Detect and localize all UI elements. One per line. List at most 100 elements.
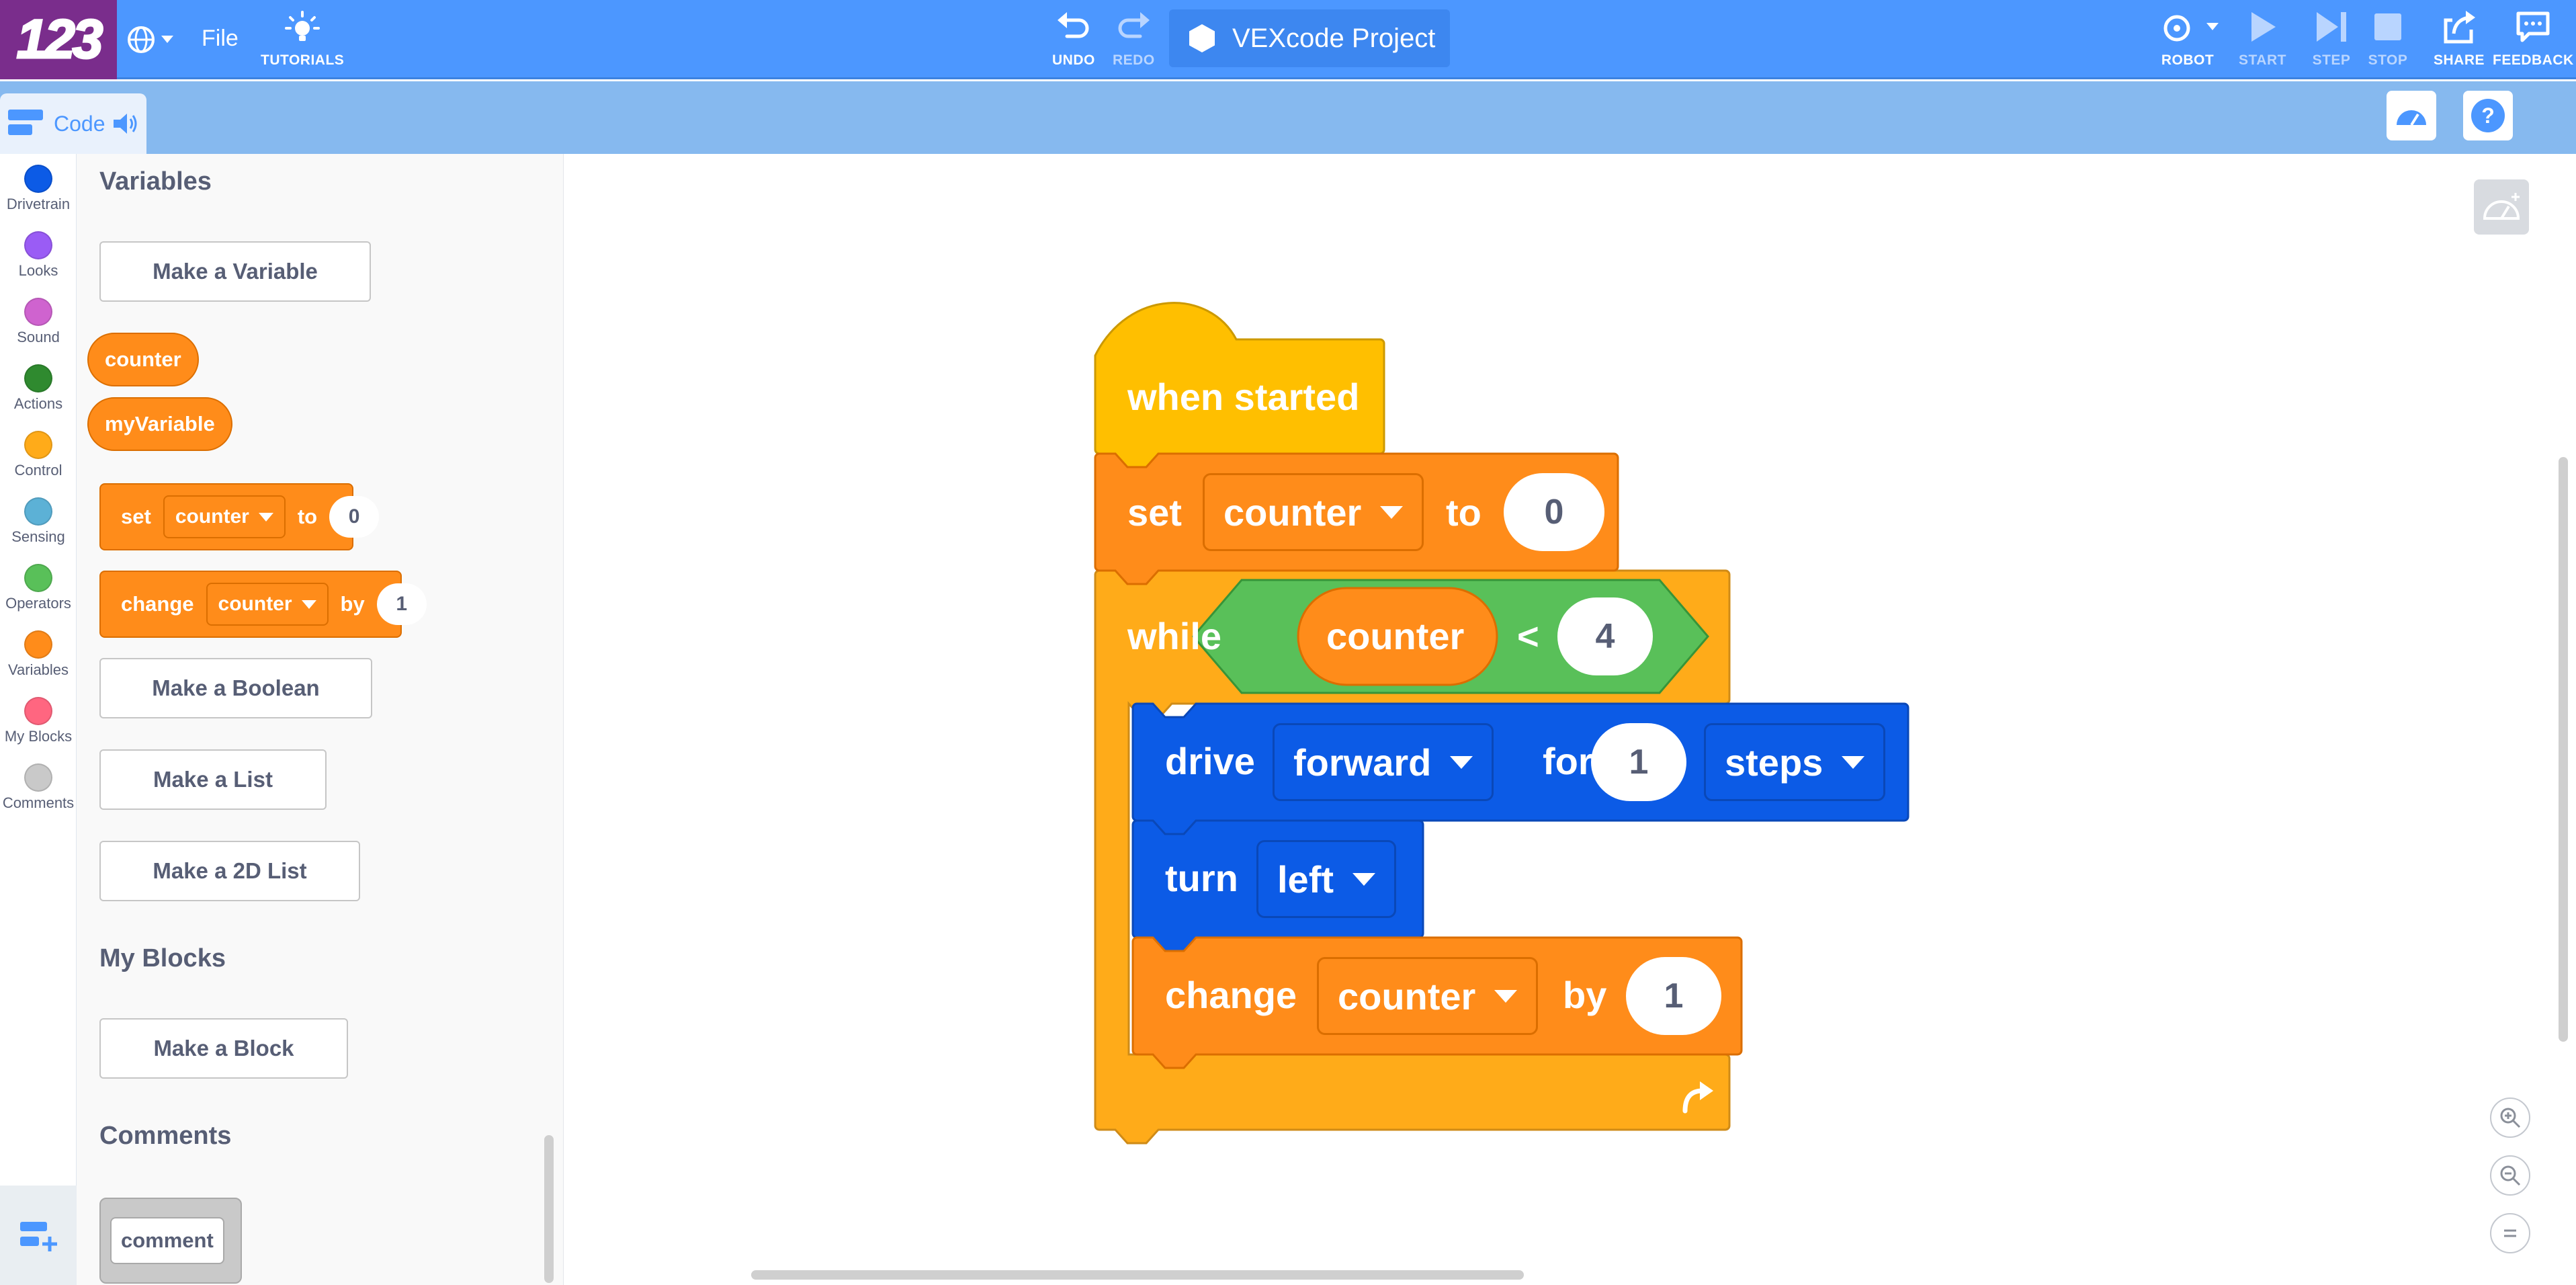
redo-label: REDO — [1113, 52, 1155, 68]
language-menu[interactable] — [126, 23, 180, 56]
change-variable-block[interactable]: change counter by 1 — [99, 571, 427, 638]
make-boolean-button[interactable]: Make a Boolean — [99, 658, 372, 718]
change-label: change — [121, 592, 194, 616]
counter-variable-label: counter — [1326, 615, 1465, 657]
undo-button[interactable]: UNDO — [1052, 7, 1095, 69]
start-label: START — [2239, 52, 2286, 68]
redo-button[interactable]: REDO — [1113, 7, 1155, 69]
project-name-button[interactable]: VEXcode Project — [1169, 9, 1450, 67]
gauge-icon — [2397, 110, 2426, 126]
set-variable-dropdown[interactable]: counter — [1203, 473, 1424, 551]
category-my-blocks[interactable]: My Blocks — [0, 697, 77, 745]
step-label: STEP — [2312, 52, 2351, 68]
value-input[interactable]: 1 — [376, 583, 427, 625]
when-started-label: when started — [1127, 376, 1360, 418]
counter-reporter-shape[interactable] — [1297, 587, 1498, 686]
drive-unit-dropdown[interactable]: steps — [1704, 723, 1886, 801]
editor-tab-bar: Code ? — [0, 81, 2576, 154]
unit-value: steps — [1725, 741, 1823, 784]
workspace-vertical-scrollbar[interactable] — [2559, 457, 2568, 1042]
code-workspace[interactable]: when started set counter to 0 while coun… — [564, 154, 2576, 1285]
value-input[interactable]: 0 — [329, 496, 380, 538]
category-label: Sensing — [11, 528, 65, 545]
category-label: Drivetrain — [6, 196, 71, 212]
category-comments[interactable]: Comments — [0, 763, 77, 812]
category-variables[interactable]: Variables — [0, 630, 77, 679]
counter-reporter[interactable]: counter — [87, 333, 199, 386]
change-value-input[interactable]: 1 — [1626, 957, 1721, 1035]
set-value-input[interactable]: 0 — [1504, 473, 1604, 551]
tutorials-button[interactable]: TUTORIALS — [261, 7, 344, 69]
set-variable-block[interactable]: set counter to 0 — [99, 483, 380, 550]
while-value-input[interactable]: 4 — [1557, 597, 1653, 675]
category-looks[interactable]: Looks — [0, 231, 77, 280]
category-control[interactable]: Control — [0, 431, 77, 479]
zoom-in-button[interactable] — [2490, 1097, 2530, 1138]
comment-text: comment — [110, 1217, 224, 1264]
variable-name: counter — [1338, 975, 1476, 1018]
comment-block[interactable]: comment — [99, 1198, 242, 1284]
category-label: Variables — [7, 661, 69, 678]
zoom-in-icon — [2500, 1108, 2521, 1128]
vexcode-123-logo[interactable]: 123 — [0, 0, 117, 79]
undo-label: UNDO — [1052, 52, 1095, 68]
category-sensing[interactable]: Sensing — [0, 497, 77, 546]
make-list-button[interactable]: Make a List — [99, 749, 327, 810]
category-color-dot — [24, 431, 52, 459]
turn-label: turn — [1165, 857, 1238, 899]
change-variable-dropdown[interactable]: counter — [1317, 957, 1539, 1035]
code-blocks-icon — [8, 110, 43, 135]
share-label: SHARE — [2434, 52, 2485, 68]
stop-button[interactable]: STOP — [2368, 7, 2408, 69]
make-2d-list-button[interactable]: Make a 2D List — [99, 841, 360, 901]
make-block-button[interactable]: Make a Block — [99, 1018, 348, 1079]
start-button[interactable]: START — [2239, 7, 2286, 69]
variable-name: counter — [1223, 491, 1362, 534]
step-button[interactable]: STEP — [2311, 7, 2352, 69]
variable-dropdown[interactable]: counter — [163, 495, 286, 538]
myvariable-reporter[interactable]: myVariable — [87, 397, 232, 451]
category-color-dot — [24, 564, 52, 592]
make-variable-button[interactable]: Make a Variable — [99, 241, 371, 302]
help-button[interactable]: ? — [2463, 91, 2513, 140]
lightbulb-icon — [285, 11, 320, 41]
set-label: set — [1127, 491, 1182, 534]
robot-button[interactable]: ROBOT — [2157, 7, 2219, 69]
category-color-dot — [24, 364, 52, 392]
to-label: to — [1446, 491, 1482, 534]
palette-scrollbar[interactable] — [544, 1135, 554, 1283]
drive-distance-input[interactable]: 1 — [1591, 723, 1686, 801]
category-color-dot — [24, 231, 52, 259]
turn-direction-dropdown[interactable]: left — [1256, 840, 1396, 918]
speaker-icon[interactable] — [112, 112, 139, 136]
category-label: Comments — [2, 794, 75, 811]
globe-icon — [128, 26, 155, 53]
variable-dropdown[interactable]: counter — [206, 583, 329, 626]
chevron-down-icon — [2206, 23, 2219, 30]
dashboard-button[interactable] — [2387, 91, 2436, 140]
add-gauge-button[interactable] — [2474, 179, 2529, 235]
category-drivetrain[interactable]: Drivetrain — [0, 165, 77, 213]
file-menu[interactable]: File — [202, 26, 239, 51]
extensions-button[interactable] — [0, 1186, 77, 1285]
category-operators[interactable]: Operators — [0, 564, 77, 612]
zoom-reset-button[interactable] — [2490, 1213, 2530, 1253]
change-label: change — [1165, 974, 1297, 1016]
variables-heading: Variables — [99, 167, 212, 196]
category-actions[interactable]: Actions — [0, 364, 77, 413]
category-label: Control — [14, 462, 62, 479]
stop-icon — [2374, 13, 2401, 40]
drive-direction-dropdown[interactable]: forward — [1273, 723, 1494, 801]
variable-name: counter — [218, 593, 292, 615]
category-sound[interactable]: Sound — [0, 298, 77, 346]
zoom-out-button[interactable] — [2490, 1155, 2530, 1196]
share-button[interactable]: SHARE — [2434, 7, 2485, 69]
category-label: Operators — [5, 595, 71, 612]
category-color-dot — [24, 763, 52, 792]
dropdown-arrow-icon — [1494, 989, 1518, 1003]
workspace-horizontal-scrollbar[interactable] — [751, 1270, 1524, 1280]
robot-connection-icon — [2163, 15, 2190, 42]
feedback-button[interactable]: FEEDBACK — [2493, 7, 2574, 69]
code-tab[interactable]: Code — [0, 93, 146, 154]
comments-heading: Comments — [99, 1122, 232, 1150]
